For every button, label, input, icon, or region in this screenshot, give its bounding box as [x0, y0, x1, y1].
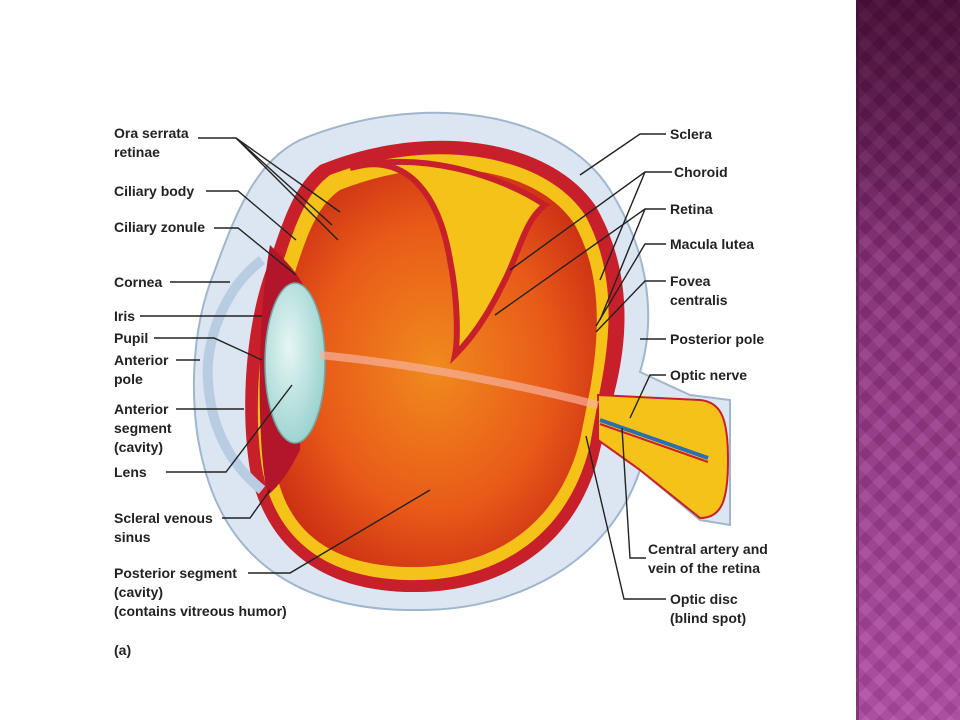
label-anterior-segment-line3: (cavity) [114, 439, 163, 455]
label-macula-lutea: Macula lutea [670, 236, 754, 252]
leader-choroid-2 [599, 171, 646, 281]
hyaloid-canal-shape [319, 351, 599, 409]
label-fovea-centralis-line1: Fovea [670, 273, 711, 289]
label-fovea-centralis-line2: centralis [670, 292, 728, 308]
label-optic-disc: Optic disc (blind spot) [670, 591, 746, 626]
optic-nerve-shape [597, 393, 730, 520]
leader-optic-disc [585, 435, 666, 600]
label-retina: Retina [670, 201, 713, 217]
leader-ciliary-zonule [214, 227, 297, 276]
label-posterior-pole: Posterior pole [670, 331, 764, 347]
label-posterior-segment-line1: Posterior segment [114, 565, 237, 581]
label-ora-serrata: Ora serrata retinae [114, 125, 193, 160]
leader-ora-serrata-2 [235, 137, 333, 226]
leader-sclera [579, 133, 666, 176]
label-anterior-pole: Anterior pole [114, 352, 172, 387]
label-anterior-pole-line2: pole [114, 371, 143, 387]
panel-label: (a) [114, 642, 131, 658]
leader-ciliary-body [206, 190, 297, 241]
leader-lines [140, 133, 672, 600]
leader-fovea-centralis [595, 280, 666, 333]
label-ora-serrata-line2: retinae [114, 144, 160, 160]
label-posterior-segment-line3: (contains vitreous humor) [114, 603, 287, 619]
leader-lens [166, 384, 293, 473]
eyeball-illustration [192, 111, 731, 612]
label-ciliary-zonule: Ciliary zonule [114, 219, 205, 235]
label-posterior-segment-line2: (cavity) [114, 584, 163, 600]
label-optic-disc-line2: (blind spot) [670, 610, 746, 626]
label-lens: Lens [114, 464, 147, 480]
leader-macula-lutea [595, 243, 666, 327]
label-optic-disc-line1: Optic disc [670, 591, 738, 607]
leader-retina-2 [599, 208, 646, 321]
lens-shape [264, 282, 326, 444]
leader-posterior-segment [248, 489, 431, 574]
label-ora-serrata-line1: Ora serrata [114, 125, 189, 141]
label-iris: Iris [114, 308, 135, 324]
label-scleral-venous-sinus-line2: sinus [114, 529, 151, 545]
leader-pupil [154, 337, 263, 361]
leader-optic-nerve [629, 374, 666, 419]
eye-anatomy-diagram: Ora serrata retinae Ciliary body Ciliary… [114, 111, 772, 658]
retina-flap-shape [349, 159, 551, 365]
central-vessel-red-shape [599, 423, 709, 463]
label-scleral-venous-sinus: Scleral venous sinus [114, 510, 217, 545]
decorative-side-panel [856, 0, 960, 720]
label-anterior-pole-line1: Anterior [114, 352, 169, 368]
label-posterior-segment: Posterior segment (cavity) (contains vit… [114, 565, 287, 619]
label-central-artery-line2: vein of the retina [648, 560, 760, 576]
label-scleral-venous-sinus-line1: Scleral venous [114, 510, 213, 526]
label-ciliary-body: Ciliary body [114, 183, 194, 199]
label-sclera: Sclera [670, 126, 712, 142]
label-anterior-segment-line2: segment [114, 420, 172, 436]
label-pupil: Pupil [114, 330, 148, 346]
label-choroid: Choroid [674, 164, 728, 180]
label-optic-nerve: Optic nerve [670, 367, 747, 383]
label-anterior-segment: Anterior segment (cavity) [114, 401, 175, 455]
label-fovea-centralis: Fovea centralis [670, 273, 728, 308]
leader-central-artery [621, 427, 646, 559]
label-cornea: Cornea [114, 274, 162, 290]
leader-scleral-venous-sinus [222, 489, 271, 519]
leader-ora-serrata-3 [235, 137, 341, 213]
cornea-shape [202, 256, 266, 494]
label-anterior-segment-line1: Anterior [114, 401, 169, 417]
central-vessel-shape [599, 418, 709, 460]
label-central-artery: Central artery and vein of the retina [648, 541, 772, 576]
side-panel-edge [856, 0, 859, 720]
label-central-artery-line1: Central artery and [648, 541, 768, 557]
